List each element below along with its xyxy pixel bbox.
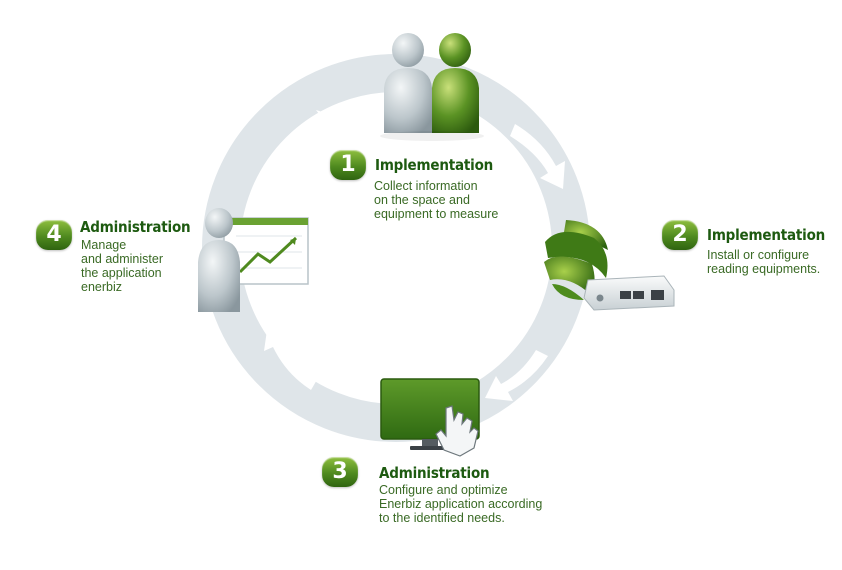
sensor-device-icon — [544, 220, 675, 311]
step-title: Implementation — [707, 226, 826, 244]
step-title: Administration — [80, 218, 191, 236]
step-title: Implementation — [375, 156, 494, 174]
step-badge: 4 — [36, 220, 72, 250]
people-icon — [380, 33, 484, 141]
step-badge: 2 — [662, 220, 698, 250]
arrow-bottom-left — [264, 323, 318, 390]
step-description: Manage and administer the application en… — [81, 238, 163, 294]
step-title: Administration — [379, 464, 490, 482]
admin-chart-icon — [198, 208, 309, 312]
step-description: Configure and optimize Enerbiz applicati… — [379, 483, 543, 525]
step-badge: 3 — [322, 457, 358, 487]
step-badge: 1 — [330, 150, 366, 180]
arrow-top-right — [510, 124, 565, 189]
step-description: Install or configure reading equipments. — [707, 248, 821, 276]
arrow-bottom-right — [485, 350, 548, 401]
arrow-top-left — [283, 110, 342, 175]
monitor-touch-icon — [380, 378, 480, 457]
step-description: Collect information on the space and equ… — [374, 179, 499, 221]
